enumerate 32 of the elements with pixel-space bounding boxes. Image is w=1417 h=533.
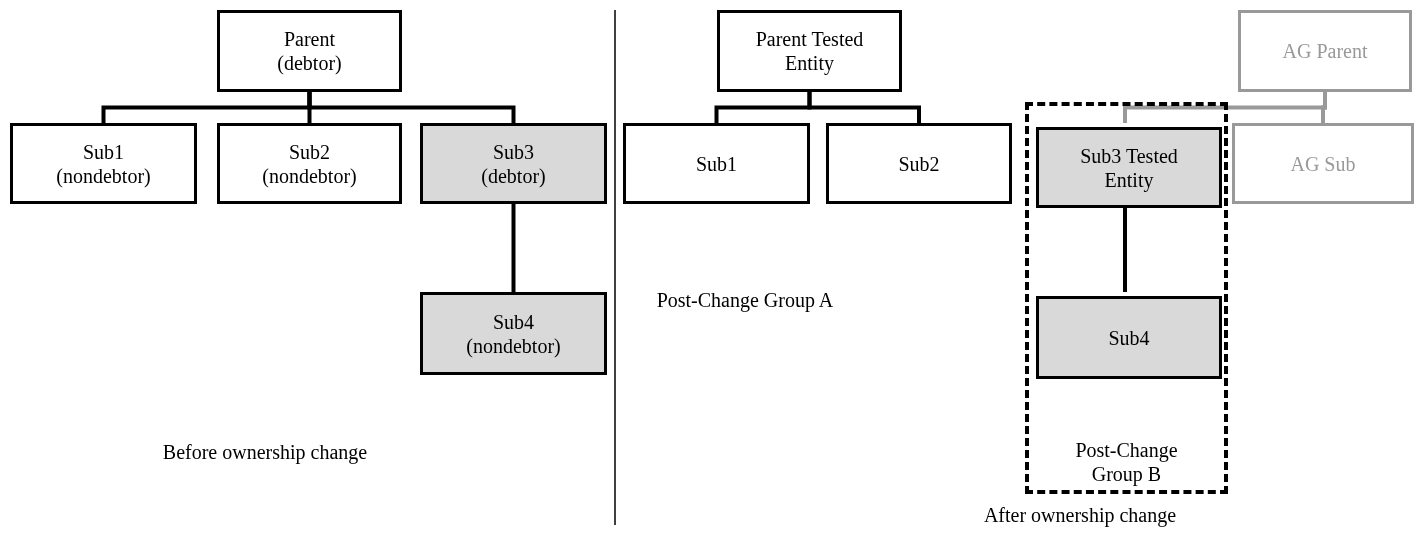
entity-box [826,123,1012,204]
entity-label: Parent Tested Entity [754,27,865,75]
entity-box [1036,296,1222,379]
entity-box [1238,10,1412,92]
entity-box [1036,127,1222,208]
entity-label: Sub3 (debtor) [480,139,547,188]
entity-label: Sub4 (nondebtor) [465,309,562,358]
connector-line [307,92,516,123]
connector-line [807,92,921,123]
entity-box [217,123,402,204]
caption-text: Before ownership change [161,440,369,464]
connector-line [1321,92,1327,123]
entity-box [420,123,607,204]
entity-label: Sub3 Tested Entity [1079,143,1179,192]
entity-label: Sub4 [1108,325,1150,350]
caption-text: After ownership change [982,503,1178,527]
entity-label: Sub2 [898,151,940,176]
entity-label: AG Parent [1282,39,1368,63]
entity-box [1232,123,1414,204]
entity-box [217,10,402,92]
connector-line [511,204,516,292]
group-boundary [1025,102,1228,494]
entity-box [717,10,902,92]
entity-label: Parent (debtor) [276,27,343,75]
entity-box [10,123,197,204]
entity-box [420,292,607,375]
entity-label: AG Sub [1290,151,1356,176]
entity-label: Sub1 [695,151,738,176]
entity-label: Sub2 (nondebtor) [261,139,358,188]
entity-label: Sub1 (nondebtor) [55,139,152,188]
entity-box [623,123,810,204]
caption-text: Post-Change Group A [655,288,835,312]
